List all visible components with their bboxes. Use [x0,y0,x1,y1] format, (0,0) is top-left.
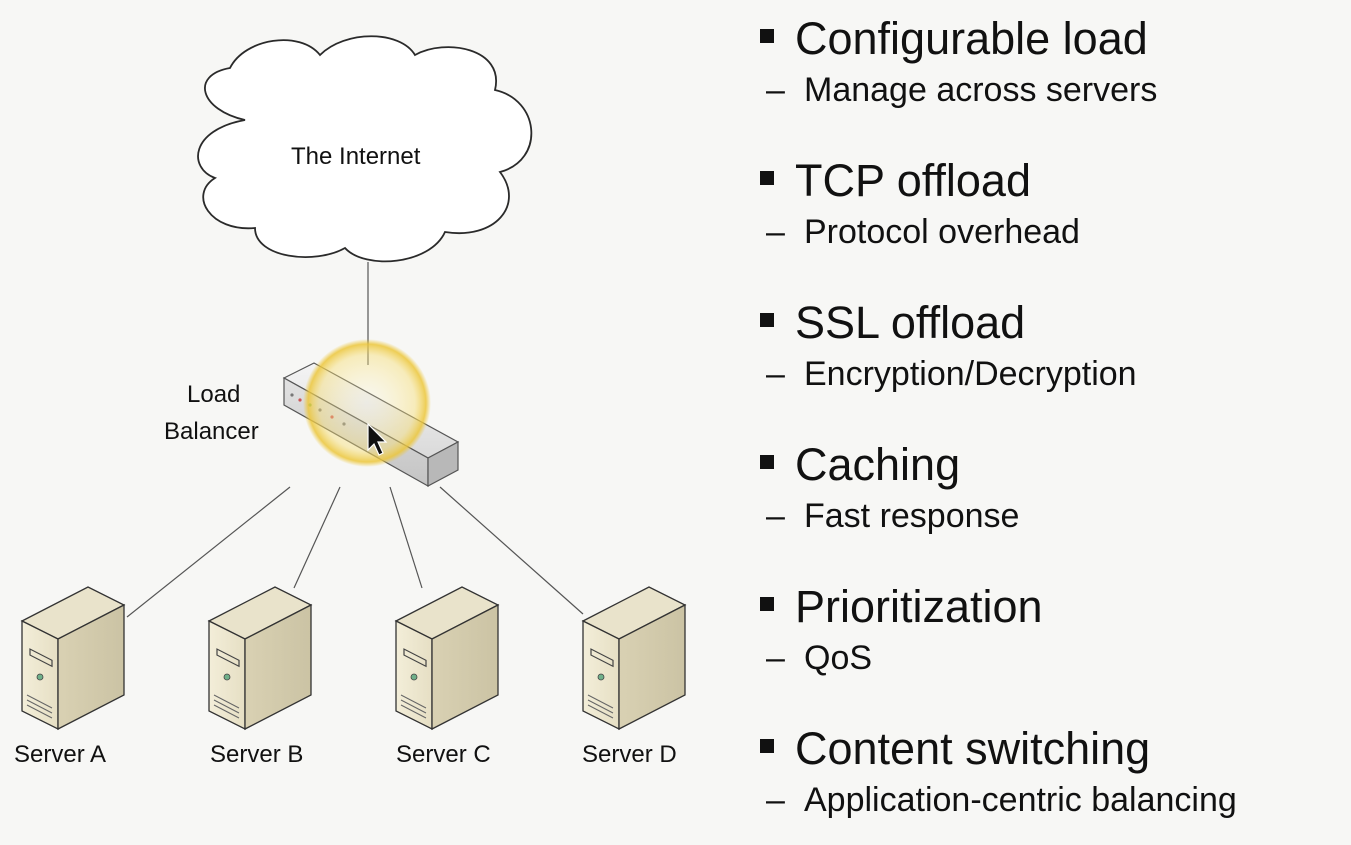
internet-cloud-shape [197,35,533,263]
feature-list: Configurable load – Manage across server… [760,12,1350,845]
link-balancer-server-c [389,486,423,589]
server-a-icon [20,586,126,731]
dash-marker: – [766,497,785,535]
server-c-label: Server C [396,741,491,768]
feature-item: Content switching – Application-centric … [760,722,1350,845]
server-c-icon [394,586,500,731]
feature-title: Content switching [795,722,1151,774]
link-balancer-server-a [126,486,291,618]
load-balancer-label-line1: Load [187,381,241,408]
cursor-highlight [303,339,431,467]
square-bullet-icon [760,455,774,469]
dash-marker: – [766,355,785,393]
feature-item: Configurable load – Manage across server… [760,12,1350,154]
feature-title: SSL offload [795,296,1026,348]
feature-detail: QoS [804,639,873,677]
feature-item: TCP offload – Protocol overhead [760,154,1350,296]
feature-title: Configurable load [795,12,1148,64]
diagram-svg [20,35,687,731]
square-bullet-icon [760,29,774,43]
feature-detail: Encryption/Decryption [804,355,1137,393]
feature-title: Prioritization [795,580,1043,632]
feature-detail: Fast response [804,497,1020,535]
dash-marker: – [766,213,785,251]
dash-marker: – [766,781,785,819]
feature-item: Caching – Fast response [760,438,1350,580]
feature-detail: Protocol overhead [804,213,1080,251]
dash-marker: – [766,639,785,677]
link-balancer-server-b [293,486,341,589]
network-diagram: The Internet Load Balancer Server A Serv… [14,35,687,768]
feature-title: TCP offload [795,154,1031,206]
feature-title: Caching [795,438,961,490]
internet-label: The Internet [291,143,421,170]
feature-item: SSL offload – Encryption/Decryption [760,296,1350,438]
feature-item: Prioritization – QoS [760,580,1350,722]
server-b-label: Server B [210,741,304,768]
server-b-icon [207,586,313,731]
square-bullet-icon [760,313,774,327]
server-a-label: Server A [14,741,107,768]
square-bullet-icon [760,171,774,185]
feature-detail: Application-centric balancing [804,781,1237,819]
server-d-icon [581,586,687,731]
square-bullet-icon [760,597,774,611]
square-bullet-icon [760,739,774,753]
load-balancer-label-line2: Balancer [164,418,259,445]
link-balancer-server-d [439,486,584,615]
feature-detail: Manage across servers [804,71,1158,109]
server-d-label: Server D [582,741,677,768]
dash-marker: – [766,71,785,109]
mouse-pointer-icon [367,422,388,456]
